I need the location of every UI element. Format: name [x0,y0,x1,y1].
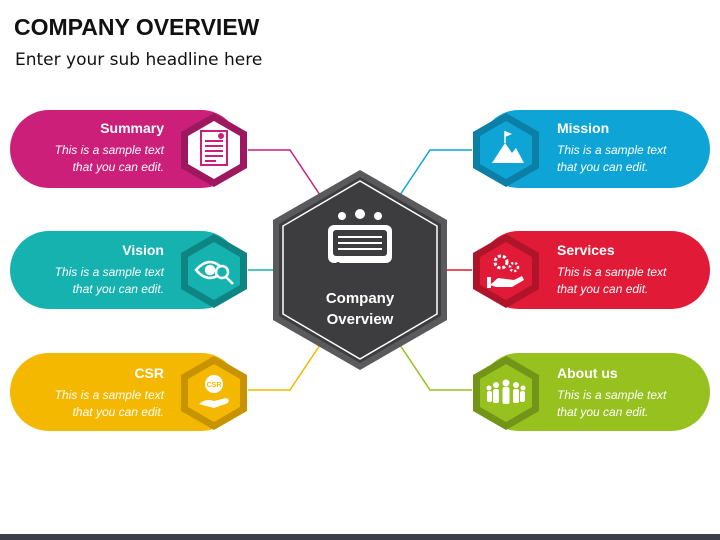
card-services-title: Services [557,242,615,258]
connector-csr [248,344,321,391]
card-summary-title: Summary [100,120,164,136]
card-about [473,353,710,431]
center-hexagon [273,170,447,370]
card-csr: CSR [10,353,247,431]
card-summary-line1: This is a sample text [54,143,164,157]
eye-search-icon [194,260,234,285]
card-vision [10,231,247,309]
bottom-bar [0,534,720,540]
card-about-line1: This is a sample text [557,388,667,402]
card-about-title: About us [557,365,618,381]
presentation-board-icon [328,209,392,268]
card-csr-text: CSR This is a sample text that you can e… [4,364,164,421]
csr-hand-icon: CSR [199,375,229,408]
svg-text:CSR: CSR [207,382,222,389]
card-services-text: Services This is a sample text that you … [557,241,717,298]
page-subtitle: Enter your sub headline here [15,50,263,70]
connector-lines [248,149,472,391]
card-summary-line2: that you can edit. [72,160,164,174]
card-mission-text: Mission This is a sample text that you c… [557,119,717,176]
card-services-line2: that you can edit. [557,282,649,296]
gears-hand-icon [487,254,524,288]
card-services [473,231,710,309]
card-mission-line2: that you can edit. [557,160,649,174]
card-csr-line2: that you can edit. [72,405,164,419]
card-mission [473,110,710,188]
card-mission-title: Mission [557,120,610,136]
card-summary [10,110,247,188]
center-label-line2: Overview [326,311,394,328]
card-csr-title: CSR [134,365,164,381]
team-icon [486,379,526,404]
page-title: COMPANY OVERVIEW [14,14,260,40]
card-vision-line1: This is a sample text [54,265,164,279]
document-icon [200,130,228,166]
card-mission-line1: This is a sample text [557,143,667,157]
card-about-line2: that you can edit. [557,405,649,419]
connector-summary [248,149,321,196]
center-label: Company Overview [300,288,420,330]
connector-about [399,344,472,391]
mountain-flag-icon [492,131,524,163]
card-vision-line2: that you can edit. [72,282,164,296]
card-about-text: About us This is a sample text that you … [557,364,717,421]
card-services-line1: This is a sample text [557,265,667,279]
center-label-line1: Company [325,290,395,307]
connector-mission [399,149,472,196]
card-vision-text: Vision This is a sample text that you ca… [4,241,164,298]
card-vision-title: Vision [122,242,164,258]
card-summary-text: Summary This is a sample text that you c… [4,119,164,176]
card-csr-line1: This is a sample text [54,388,164,402]
